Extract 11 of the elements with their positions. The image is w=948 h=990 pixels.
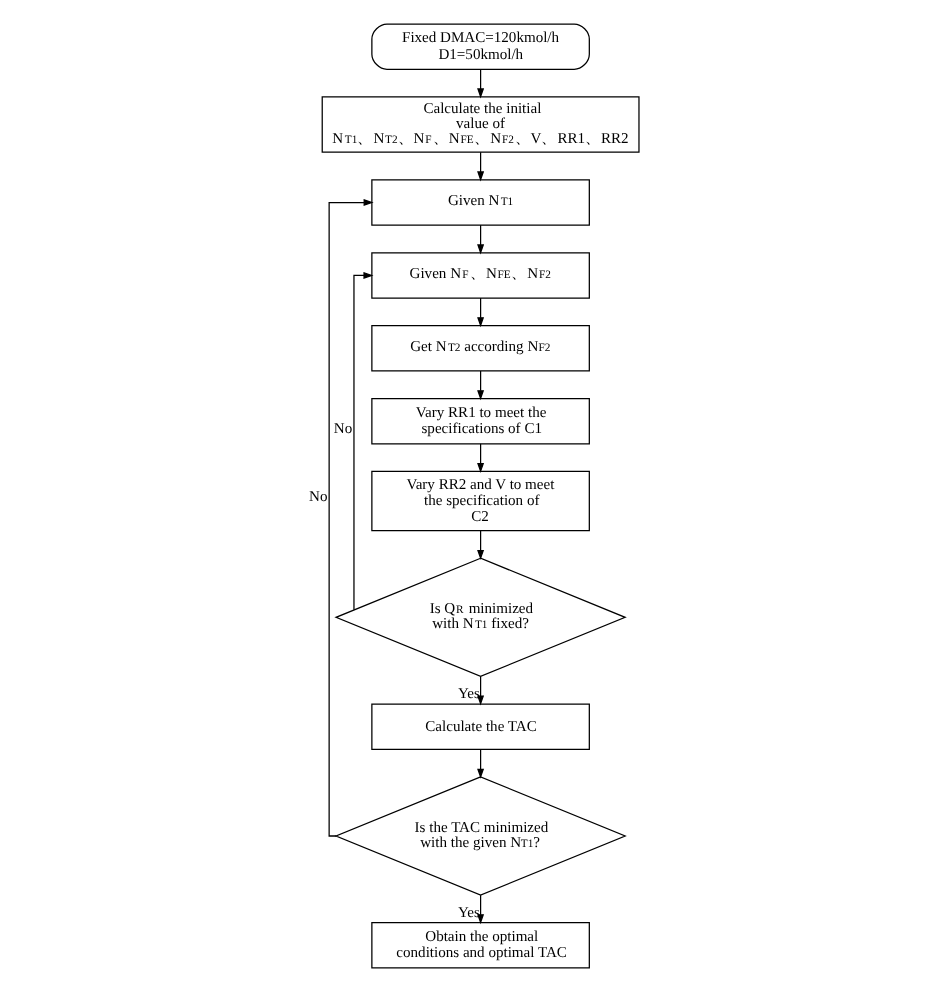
arrow [477,747,485,778]
arrow [477,223,485,254]
arrow [477,442,485,473]
arrow [477,68,485,98]
arrow [477,150,485,181]
arrow [477,674,485,705]
arrow [328,198,374,836]
arrow [477,529,485,559]
arrow [353,270,374,610]
arrow [477,369,485,400]
arrow [477,296,485,327]
